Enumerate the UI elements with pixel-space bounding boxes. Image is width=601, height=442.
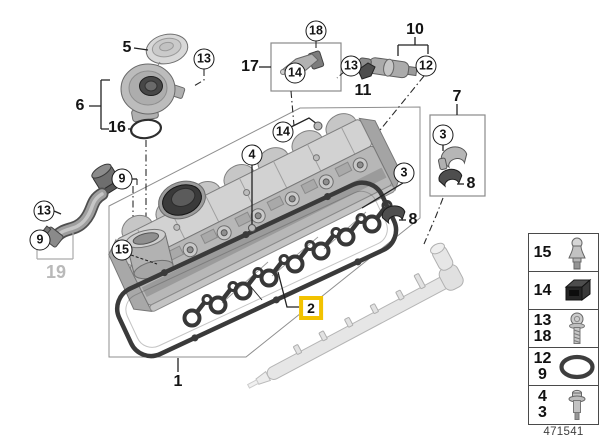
callout-8[interactable]: 8: [466, 175, 476, 192]
oil-cap-illustration: [145, 33, 189, 65]
leader-15-dashed: [130, 254, 158, 265]
cover-bolt: [248, 224, 256, 232]
legend-icon-cell: [556, 273, 598, 309]
legend-icon-cell: [556, 311, 598, 347]
legend-number-3: 3: [538, 404, 547, 422]
callout-circled-18[interactable]: 18: [305, 20, 327, 42]
bolt-seals-illustration: [182, 200, 393, 328]
clamp-main-illustration: [381, 205, 406, 225]
breather-housing-illustration: [120, 63, 186, 123]
callout-2-highlighted[interactable]: 2: [299, 296, 323, 320]
callout-6[interactable]: 6: [75, 97, 85, 114]
callout-circled-14[interactable]: 14: [284, 62, 306, 84]
legend-icon-cell: [556, 387, 598, 423]
callout-circled-9[interactable]: 9: [111, 168, 133, 190]
callout-circled-15[interactable]: 15: [111, 239, 133, 261]
callout-17[interactable]: 17: [241, 58, 259, 75]
cover-nut: [313, 121, 323, 131]
legend-number-15: 15: [533, 243, 552, 261]
legend-icon-cell: [556, 235, 598, 271]
oil-separator-dome: [158, 180, 206, 220]
legend-number-4: 4: [538, 388, 547, 406]
o-ring-illustration: [129, 118, 163, 140]
flange-bolt-icon: [568, 390, 586, 421]
legend-number-13: 13: [533, 311, 552, 329]
legend-number-14: 14: [533, 281, 552, 299]
callout-circled-14[interactable]: 14: [272, 121, 294, 143]
callout-circled-3[interactable]: 3: [432, 124, 454, 146]
clamp-lower-illustration: [438, 168, 463, 188]
sensor-grommet-illustration: [357, 62, 376, 80]
legend-numbers: 15: [529, 243, 556, 261]
callout-circled-13[interactable]: 13: [193, 48, 215, 70]
legend-icon-cell: [556, 349, 598, 385]
o-ring-icon: [559, 354, 595, 380]
oil-filler-neck: [125, 228, 174, 280]
callout-circled-13[interactable]: 13: [33, 200, 55, 222]
legend-number-9: 9: [538, 366, 547, 384]
diagram-part-number: 471541: [543, 426, 584, 438]
legend-row-15: 15: [528, 233, 599, 273]
callout-circled-9[interactable]: 9: [29, 229, 51, 251]
callout-19[interactable]: 19: [45, 262, 67, 282]
legend-number-18: 18: [533, 327, 552, 345]
callout-11[interactable]: 11: [354, 82, 372, 99]
assembly-outline: [108, 106, 421, 358]
legend-row-14: 14: [528, 271, 599, 311]
callout-1[interactable]: 1: [173, 373, 183, 390]
clamp-upper-illustration: [437, 146, 468, 171]
callout-5[interactable]: 5: [122, 39, 132, 56]
fuel-rail-illustration: [246, 242, 464, 389]
callout-16[interactable]: 16: [108, 119, 126, 136]
ball-stud-icon: [568, 237, 586, 270]
callout-8[interactable]: 8: [408, 211, 418, 228]
callout-10[interactable]: 10: [406, 21, 424, 38]
callout-circled-4[interactable]: 4: [241, 144, 263, 166]
callout-circled-3[interactable]: 3: [393, 162, 415, 184]
grommet-icon: [564, 278, 592, 301]
legend-number-12: 12: [533, 350, 552, 368]
callout-circled-12[interactable]: 12: [415, 55, 437, 77]
bracket-19: [36, 233, 74, 260]
leader-lines: [53, 37, 464, 372]
callout-7[interactable]: 7: [452, 88, 462, 105]
callout-circled-13[interactable]: 13: [340, 55, 362, 77]
dash-dot-leaders: [132, 41, 444, 245]
torx-screw-icon: [569, 312, 585, 344]
legend-numbers: 14: [529, 281, 556, 299]
